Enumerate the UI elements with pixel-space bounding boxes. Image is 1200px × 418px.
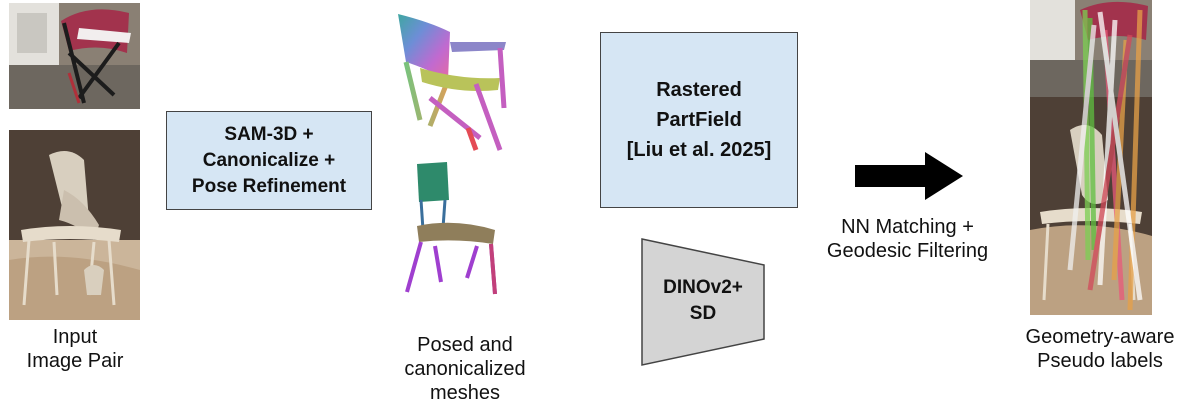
- mesh-label-line-2: canonicalized: [404, 358, 526, 380]
- partfield-line-1: Rastered: [656, 79, 742, 101]
- dino-line-2: SD: [689, 303, 717, 324]
- mesh-bottom: [395, 160, 510, 300]
- output-image: [1030, 0, 1152, 315]
- mesh-label-line-1: Posed and: [417, 334, 513, 356]
- output-label-line-2: Pseudo labels: [1037, 350, 1163, 372]
- input-label-line-1: Input: [52, 326, 98, 348]
- partfield-line-2: PartField: [656, 109, 742, 131]
- input-label-line-2: Image Pair: [26, 350, 124, 372]
- partfield-line-3: [Liu et al. 2025]: [626, 139, 772, 161]
- output-label-line-1: Geometry-aware: [1025, 326, 1175, 348]
- input-image-top: [9, 3, 140, 109]
- input-label: Input Image Pair: [0, 325, 150, 373]
- dino-line-1: DINOv2+: [663, 277, 743, 298]
- matching-label-line-2: Geodesic Filtering: [826, 240, 989, 262]
- matching-label-line-1: NN Matching +: [841, 216, 974, 238]
- mesh-top: [390, 8, 520, 158]
- sam3d-line-2: Canonicalize +: [202, 149, 336, 171]
- output-label: Geometry-aware Pseudo labels: [1010, 325, 1190, 373]
- partfield-box: Rastered PartField [Liu et al. 2025]: [600, 32, 798, 208]
- input-image-bottom: [9, 130, 140, 320]
- sam3d-line-3: Pose Refinement: [191, 175, 347, 197]
- sam3d-box: SAM-3D + Canonicalize + Pose Refinement: [166, 111, 372, 210]
- mesh-label-line-3: meshes: [429, 382, 501, 404]
- matching-label: NN Matching + Geodesic Filtering: [800, 215, 1015, 263]
- dino-encoder: DINOv2+ SD: [640, 237, 766, 367]
- sam3d-line-1: SAM-3D +: [224, 123, 314, 145]
- mesh-label: Posed and canonicalized meshes: [385, 333, 545, 405]
- right-arrow-icon: [855, 152, 965, 200]
